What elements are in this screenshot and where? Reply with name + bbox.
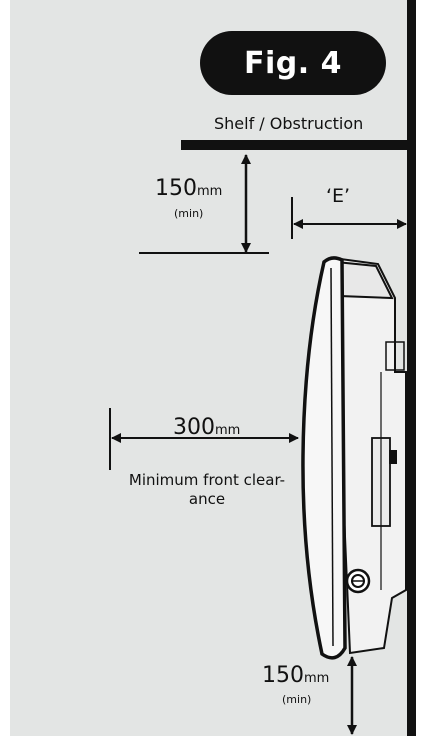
front-clearance-unit: mm (215, 423, 241, 438)
shelf-obstruction (181, 140, 409, 150)
bottom-clearance-unit: mm (304, 671, 330, 686)
figure-title-badge: Fig. 4 (200, 31, 386, 95)
control-knob-icon (345, 568, 371, 594)
wall-distance-label: ‘E’ (326, 185, 351, 207)
heater-front-panel (301, 256, 347, 660)
front-clearance-label: 300mm (173, 417, 240, 439)
top-clearance-unit: mm (197, 184, 223, 199)
wall-spacer (389, 450, 397, 464)
wall-bracket-upper (385, 341, 405, 371)
top-clearance-value: 150 (155, 176, 197, 201)
bottom-clearance-label: 150mm (262, 665, 329, 687)
top-clearance-label: 150mm (155, 178, 222, 200)
heater-side-view (301, 256, 407, 660)
front-clearance-text: Minimum front clear-ance (128, 471, 286, 508)
figure-title: Fig. 4 (244, 45, 342, 81)
bottom-clearance-value: 150 (262, 663, 304, 688)
wall (407, 0, 416, 736)
top-clearance-qualifier: (min) (174, 207, 204, 220)
front-clearance-value: 300 (173, 415, 215, 440)
heater-front-inner-edge (330, 267, 334, 647)
bottom-clearance-qualifier: (min) (282, 693, 312, 706)
shelf-obstruction-label: Shelf / Obstruction (214, 114, 364, 133)
heater-back-casing (331, 256, 407, 655)
